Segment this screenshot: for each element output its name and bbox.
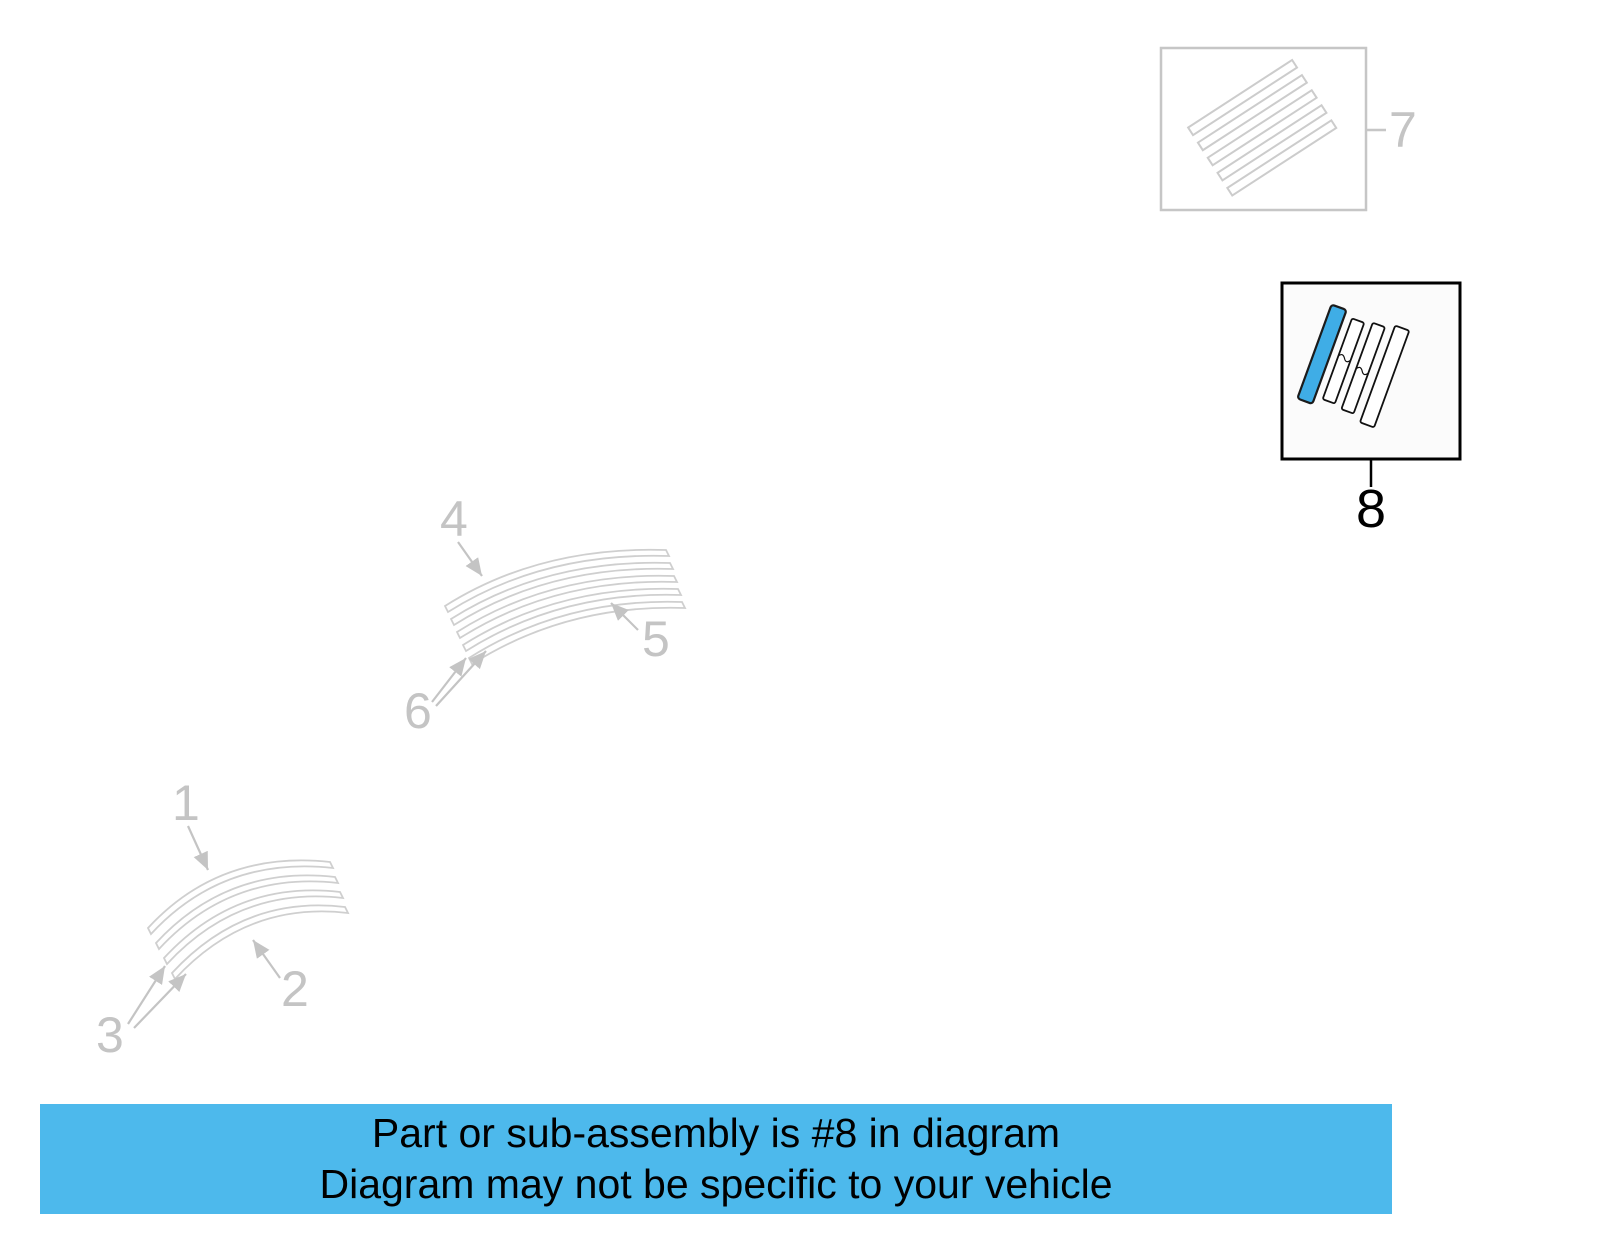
molding-slats-icon <box>146 859 350 981</box>
callout-6-arrow <box>431 657 467 703</box>
callout-8-label: 8 <box>1356 479 1386 539</box>
part-8-highlight-slat <box>1297 304 1347 405</box>
molding-slats-icon <box>443 548 687 666</box>
part-7-thumbnail: 7 <box>1159 46 1417 212</box>
callout-4-label: 4 <box>440 491 468 547</box>
callout-3-arrow <box>127 965 166 1025</box>
part-7-slats-icon <box>1186 58 1338 197</box>
molding-assembly-upper: 4 5 6 <box>404 491 687 739</box>
callout-6-label: 6 <box>404 683 432 739</box>
part-8-thumbnail: 8 <box>1280 281 1462 539</box>
banner-line-1: Part or sub-assembly is #8 in diagram <box>371 1110 1061 1156</box>
part-8-slats-icon <box>1297 304 1410 428</box>
callout-5-label: 5 <box>642 611 670 667</box>
callout-2-arrow <box>252 939 281 979</box>
slat-break-mark <box>1337 353 1351 363</box>
callout-7-label: 7 <box>1389 102 1417 158</box>
slat-break-mark <box>1355 366 1369 376</box>
callout-4-arrow <box>457 541 483 577</box>
callout-3-arrow <box>133 973 187 1029</box>
callout-1-arrow <box>186 825 210 871</box>
highlight-banner: Part or sub-assembly is #8 in diagram Di… <box>40 1104 1392 1214</box>
callout-3-label: 3 <box>96 1007 124 1063</box>
callout-5-arrow <box>610 602 639 631</box>
molding-assembly-lower: 1 2 3 <box>96 778 350 1063</box>
banner-line-2: Diagram may not be specific to your vehi… <box>319 1161 1113 1207</box>
callout-1-label: 1 <box>172 778 200 831</box>
callout-2-label: 2 <box>281 961 309 1017</box>
callout-6-arrow <box>435 650 487 707</box>
